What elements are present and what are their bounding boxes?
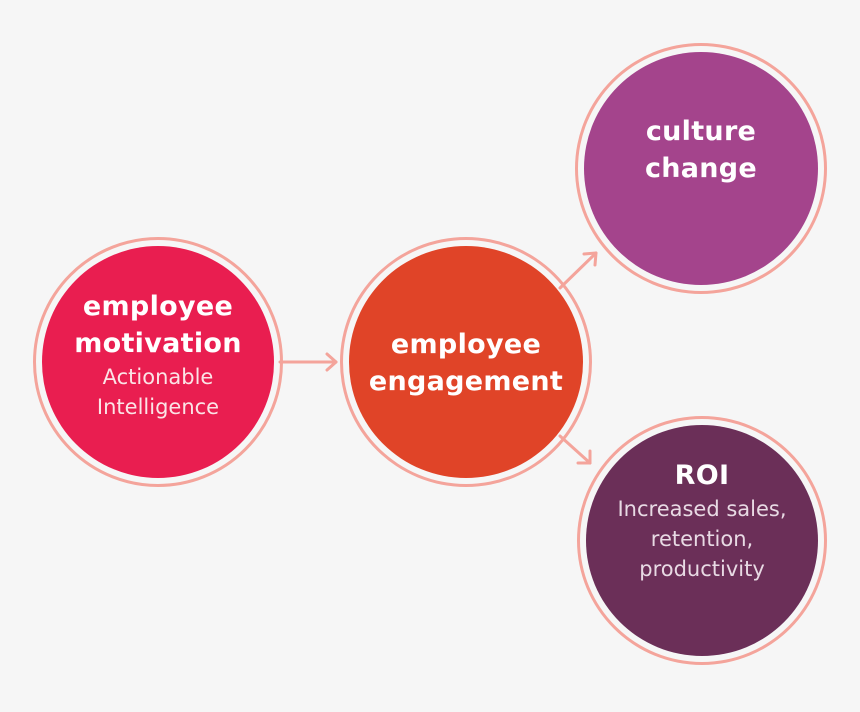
node-subtitle-line: Actionable xyxy=(102,365,214,389)
node-ring xyxy=(340,237,592,487)
node-ring xyxy=(33,237,283,487)
node-title: ROI xyxy=(674,460,730,491)
node-employee-motivation: employee motivation Actionable Intellige… xyxy=(33,237,283,487)
arrowhead-engagement-to-culture xyxy=(582,251,598,267)
node-title-line: motivation xyxy=(74,328,242,359)
arrow-engagement-to-culture xyxy=(558,251,598,290)
node-title-line: change xyxy=(644,152,758,184)
node-subtitle-line: Increased sales, xyxy=(617,497,787,521)
node-subtitle-line: retention, xyxy=(650,527,754,551)
arrowhead-engagement-to-roi xyxy=(576,449,592,465)
arrow-engagement-to-roi xyxy=(558,434,592,465)
node-culture-change: culture change xyxy=(575,43,827,294)
node-fill: ROI Increased sales, retention, producti… xyxy=(586,425,818,656)
node-subtitle-line: Intelligence xyxy=(96,395,220,419)
node-fill: employee engagement xyxy=(349,246,583,478)
arrowhead-motivation-to-engagement xyxy=(325,352,338,372)
node-title-line: culture xyxy=(645,115,757,147)
node-fill: employee motivation Actionable Intellige… xyxy=(42,246,274,478)
node-title-line: engagement xyxy=(368,366,564,397)
node-employee-engagement: employee engagement xyxy=(340,237,592,487)
node-title-line: employee xyxy=(390,329,542,360)
node-title-line: employee xyxy=(82,291,234,322)
node-roi: ROI Increased sales, retention, producti… xyxy=(577,416,827,665)
node-ring xyxy=(577,416,827,665)
node-subtitle-line: productivity xyxy=(639,557,765,581)
node-fill: culture change xyxy=(584,52,818,285)
node-ring xyxy=(575,43,827,294)
